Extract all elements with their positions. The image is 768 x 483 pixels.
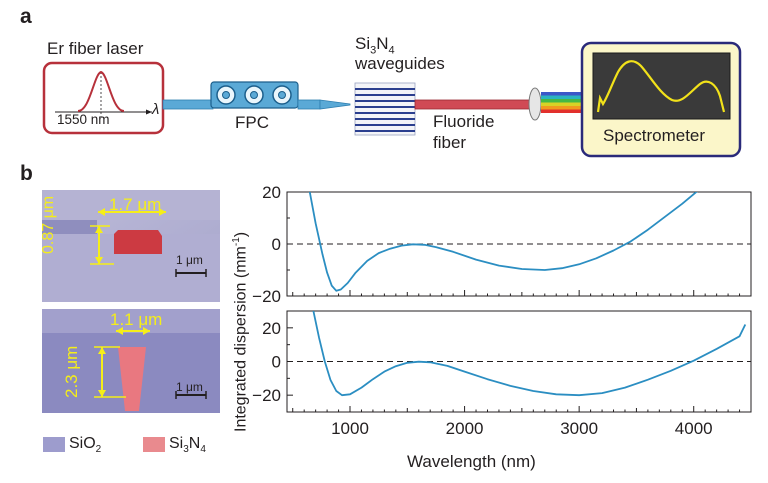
y-tick-label: 20 bbox=[262, 319, 281, 338]
sem-bottom-width-label: 1.1 μm bbox=[110, 310, 163, 329]
panel-b-label: b bbox=[20, 162, 33, 185]
waveguide-core-bottom bbox=[118, 347, 146, 411]
spectrometer-screen bbox=[592, 52, 731, 120]
legend-swatch-sio2 bbox=[43, 437, 65, 452]
waveguides-label: Si3N4 bbox=[355, 34, 395, 57]
dispersion-curve-2 bbox=[312, 311, 747, 397]
laser-wavelength-label: 1550 nm bbox=[57, 112, 110, 127]
y-tick-label: −20 bbox=[252, 386, 281, 405]
waveguide-core-top bbox=[114, 230, 162, 254]
x-tick-label: 3000 bbox=[560, 419, 598, 438]
lensed-fiber-tip bbox=[319, 99, 351, 110]
fpc-label: FPC bbox=[235, 113, 269, 132]
laser-label: Er fiber laser bbox=[47, 39, 144, 58]
sem-top-scale-label: 1 μm bbox=[176, 253, 203, 267]
dispersion-curve-1 bbox=[308, 192, 698, 292]
setup-schematic bbox=[42, 41, 742, 158]
waveguide-lines bbox=[355, 88, 415, 132]
legend-label-sio2: SiO2 bbox=[69, 435, 102, 456]
x-axis-label: Wavelength (nm) bbox=[407, 452, 536, 471]
spectrum-trace bbox=[596, 60, 726, 113]
panel-a-label: a bbox=[20, 5, 32, 28]
laser-peak bbox=[77, 70, 125, 112]
x-tick-label: 4000 bbox=[675, 419, 713, 438]
legend-swatch-si3n4 bbox=[143, 437, 165, 452]
sem-bottom-scale-label: 1 μm bbox=[176, 380, 203, 394]
laser-box bbox=[42, 61, 165, 135]
sem-image-bottom bbox=[42, 309, 220, 413]
y-tick-label: 0 bbox=[272, 353, 281, 372]
fluoride-label-line1: Fluoride bbox=[433, 112, 495, 131]
x-tick-label: 2000 bbox=[446, 419, 484, 438]
y-tick-label: 20 bbox=[262, 183, 281, 202]
y-axis-label: Integrated dispersion (mm-1) bbox=[231, 231, 250, 432]
y-tick-label: −20 bbox=[252, 287, 281, 306]
lambda-label: λ bbox=[152, 101, 160, 118]
spectrometer-label: Spectrometer bbox=[603, 126, 706, 145]
fluoride-label-line2: fiber bbox=[433, 133, 467, 152]
y-tick-label: 0 bbox=[272, 235, 281, 254]
legend-label-si3n4: Si3N4 bbox=[169, 435, 206, 456]
sem-top-width-label: 1.7 μm bbox=[109, 195, 162, 214]
dispersed-beam bbox=[541, 92, 583, 113]
waveguides-label-line2: waveguides bbox=[355, 54, 445, 73]
sem-image-top bbox=[42, 190, 220, 302]
x-tick-label: 1000 bbox=[331, 419, 369, 438]
